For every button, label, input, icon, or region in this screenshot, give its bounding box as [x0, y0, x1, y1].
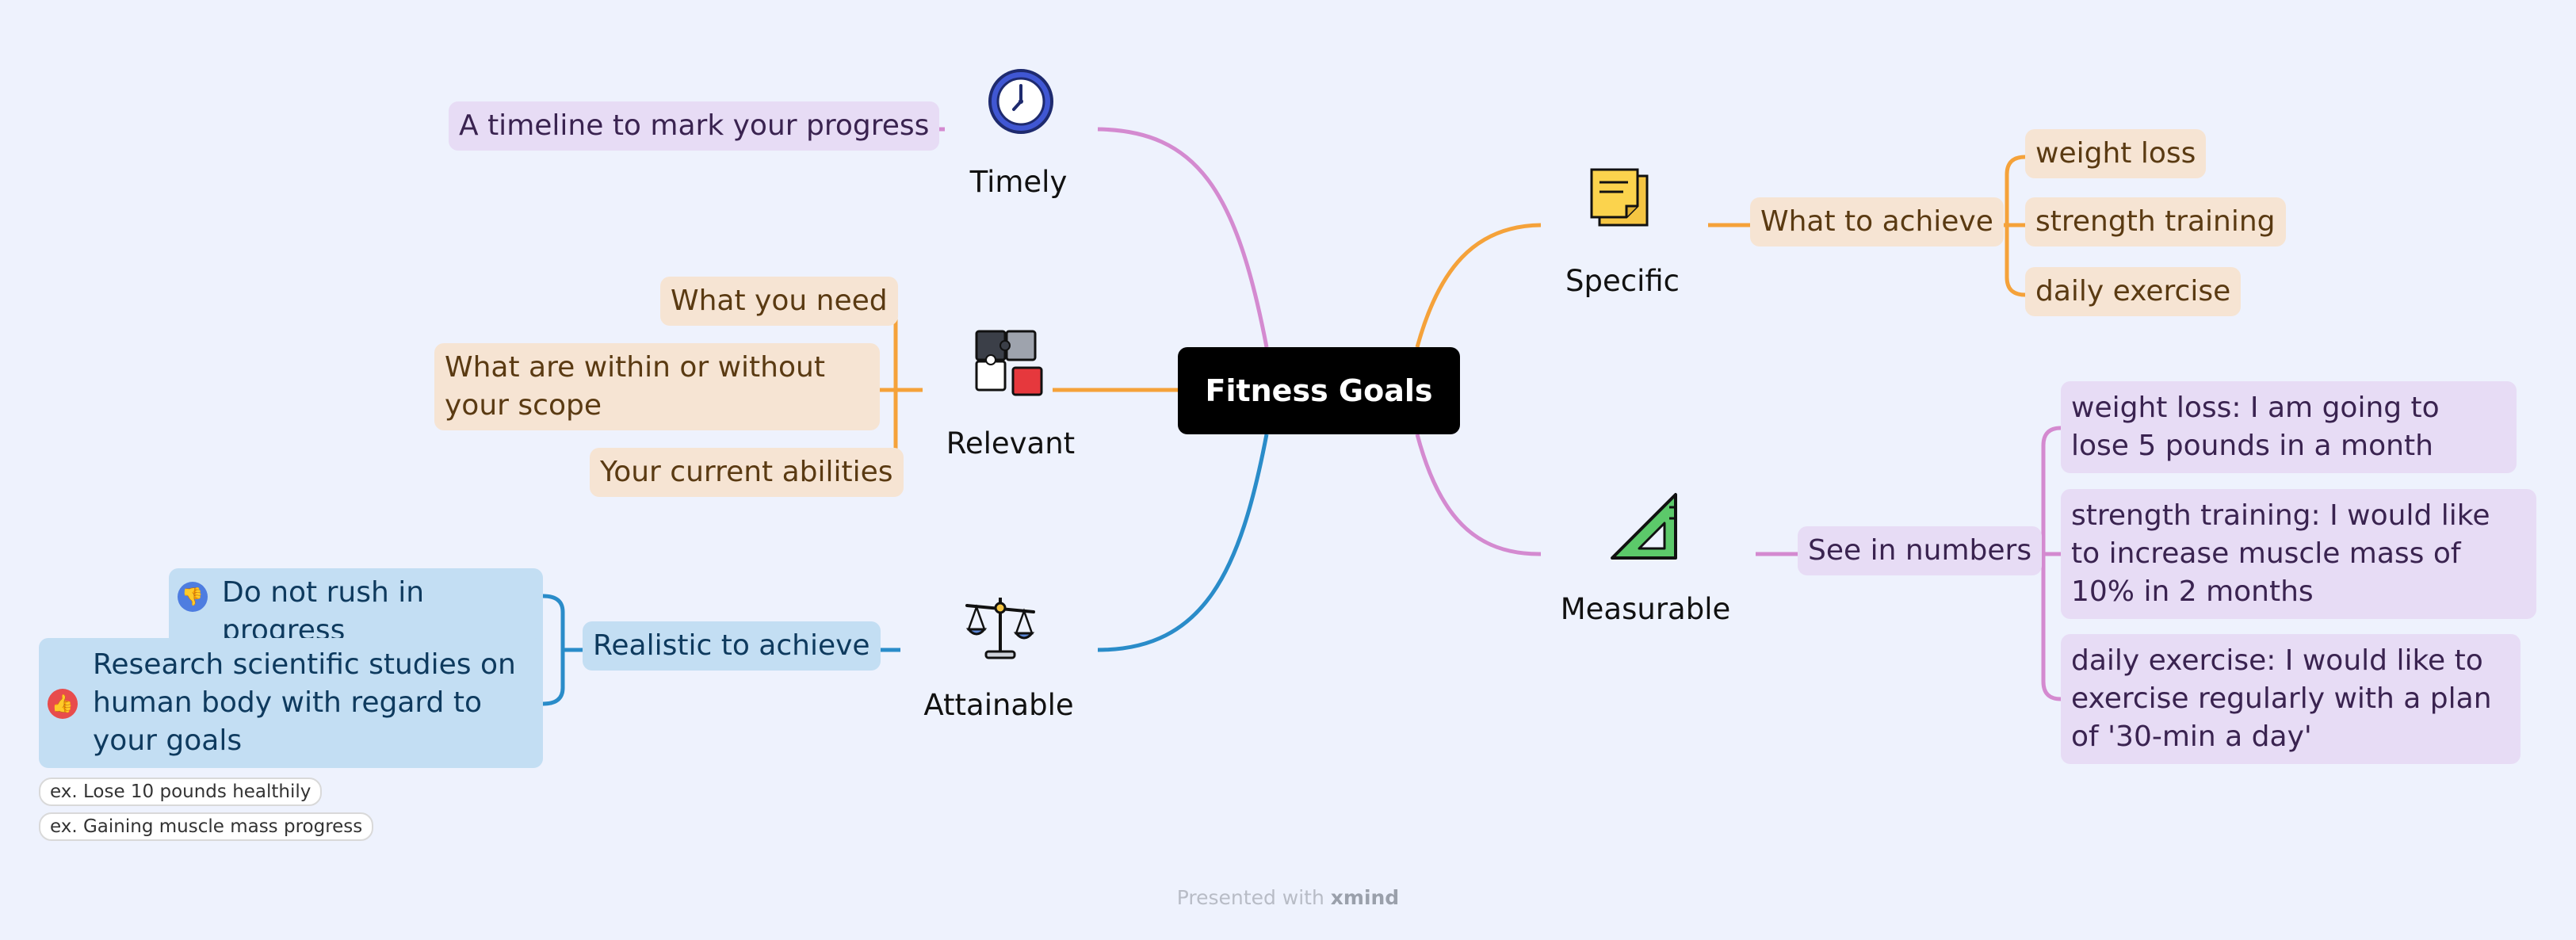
- sticky-note-icon: [1590, 168, 1649, 227]
- measurable-subchild-node[interactable]: weight loss: I am going to lose 5 pounds…: [2061, 381, 2517, 473]
- attainable-subchild-node[interactable]: Research scientific studies on human bod…: [39, 638, 543, 768]
- footer-credit: Presented with xmind: [1110, 886, 1466, 909]
- specific-subchild-node[interactable]: strength training: [2025, 197, 2286, 246]
- relevant-child-node[interactable]: Your current abilities: [590, 448, 904, 497]
- branch-label-specific[interactable]: Specific: [1565, 264, 1680, 298]
- specific-subchild-node[interactable]: weight loss: [2025, 129, 2207, 178]
- footer-prefix: Presented with: [1176, 886, 1324, 909]
- attainable-child-node[interactable]: Realistic to achieve: [583, 621, 881, 671]
- note-tag: ex. Lose 10 pounds healthily: [39, 778, 323, 806]
- connector-specific: [1415, 223, 1542, 348]
- specific-child-node[interactable]: What to achieve: [1750, 197, 2004, 246]
- branch-label-relevant[interactable]: Relevant: [946, 426, 1076, 460]
- measurable-child-node[interactable]: See in numbers: [1798, 526, 2043, 575]
- connector-measurable: [1415, 434, 1542, 556]
- branch-label-attainable[interactable]: Attainable: [923, 688, 1074, 722]
- note-tag: ex. Gaining muscle mass progress: [39, 812, 374, 841]
- puzzle-icon: [975, 330, 1043, 396]
- scale-icon: [965, 598, 1035, 659]
- root-node[interactable]: Fitness Goals: [1178, 347, 1460, 434]
- set-square-icon: [1611, 493, 1677, 560]
- thumbs-up-icon: 👍: [48, 689, 78, 719]
- connector-attainable-subchildren: [542, 594, 583, 706]
- thumbs-down-icon: 👎: [178, 582, 208, 612]
- branch-label-measurable[interactable]: Measurable: [1560, 592, 1731, 626]
- connector-attainable: [1097, 434, 1269, 652]
- measurable-subchild-node[interactable]: daily exercise: I would like to exercise…: [2061, 634, 2521, 764]
- measurable-subchild-node[interactable]: strength training: I would like to incre…: [2061, 489, 2536, 619]
- timely-child-node[interactable]: A timeline to mark your progress: [449, 101, 940, 151]
- footer-brand[interactable]: xmind: [1330, 886, 1400, 909]
- clock-icon: [988, 69, 1053, 134]
- relevant-child-node[interactable]: What are within or without your scope: [434, 343, 880, 430]
- specific-subchild-node[interactable]: daily exercise: [2025, 267, 2242, 316]
- branch-label-timely[interactable]: Timely: [969, 165, 1068, 199]
- relevant-child-node[interactable]: What you need: [660, 277, 898, 326]
- connector-timely: [1097, 127, 1269, 348]
